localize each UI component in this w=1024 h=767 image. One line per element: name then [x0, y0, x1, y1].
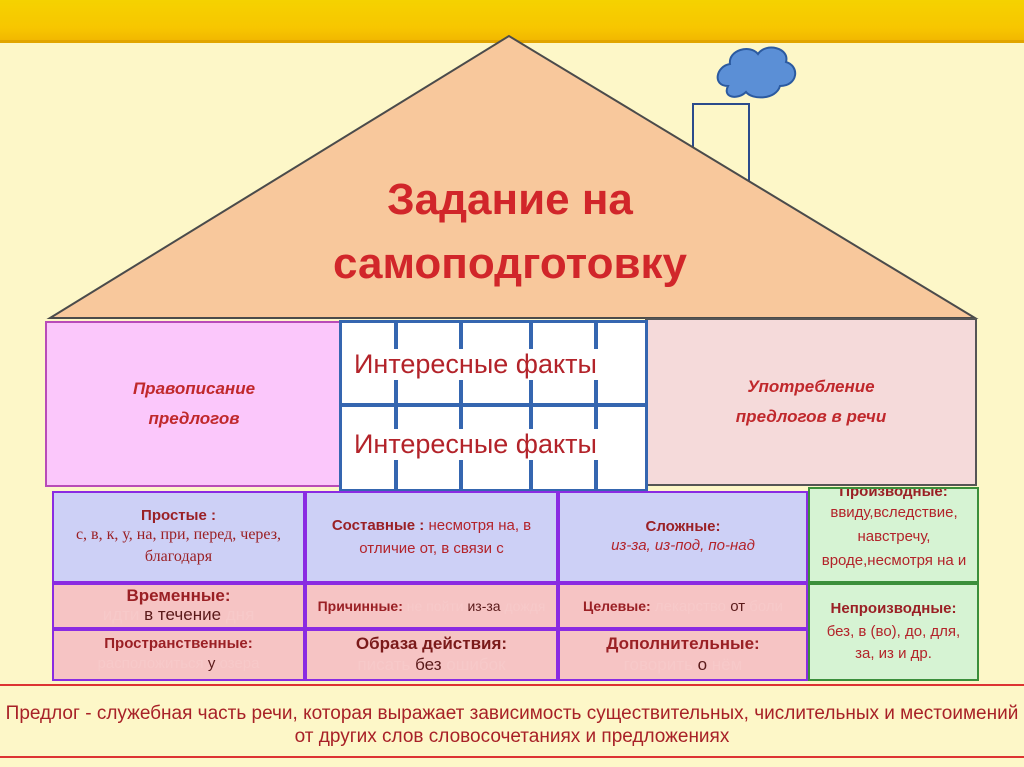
manner-box: Образа действия: писать без ошибок: [305, 629, 558, 681]
nonderivative-title: Непроизводные:: [830, 599, 957, 617]
usage-panel: Употребление предлогов в речи: [645, 318, 977, 486]
spatial-word-2: у: [207, 655, 216, 672]
usage-panel-label: Употребление предлогов в речи: [735, 377, 887, 426]
temporal-word-1: идти: [102, 605, 140, 624]
causal-title: Причинные:: [317, 598, 403, 614]
top-banner: [0, 0, 1024, 40]
manner-word-1: писать: [357, 655, 411, 674]
complex-examples: из-за, из-под, по-над: [611, 536, 755, 554]
derivative-title: Производные:: [839, 487, 948, 500]
temporal-word-2: в течение: [144, 605, 222, 624]
complex-title: Сложные:: [645, 517, 721, 535]
temporal-word-3: дня: [225, 605, 255, 624]
window-label-2: Интересные факты: [352, 429, 599, 460]
definition-caption: Предлог - служебная часть речи, которая …: [5, 703, 1019, 747]
temporal-box: Временные: идти в течение дня: [52, 583, 305, 629]
causal-word-2: из-за: [467, 598, 501, 614]
additional-box: Дополнительные: говорить о нём: [558, 629, 808, 681]
compound-title: Составные :: [331, 517, 425, 534]
spatial-word-3: озера: [219, 655, 260, 672]
derivative-prepositions-box: Производные: ввиду,вследствие, навстречу…: [808, 487, 979, 583]
complex-prepositions-box: Сложные: из-за, из-под, по-над: [558, 491, 808, 583]
simple-prepositions-box: Простые : с, в, к, у, на, при, перед, че…: [52, 491, 305, 583]
purpose-title: Целевые:: [582, 597, 651, 614]
roof-title: Задание на самоподготовку: [332, 175, 688, 288]
smoke-cloud-icon: [716, 46, 796, 99]
manner-word-2: без: [415, 655, 442, 674]
spelling-panel: Правописание предлогов: [45, 321, 343, 487]
divider-line-top: [0, 684, 1024, 686]
roof: [46, 34, 979, 319]
simple-title: Простые :: [141, 506, 216, 524]
additional-word-1: говорить: [623, 655, 693, 674]
simple-examples: с, в, к, у, на, при, перед, через, благо…: [75, 525, 282, 565]
window-label-1: Интересные факты: [352, 349, 599, 380]
compound-examples: несмотря на, в отличие от, в связи с: [359, 517, 532, 557]
compound-prepositions-box: Составные : несмотря на, в отличие от, в…: [305, 491, 558, 583]
temporal-title: Временные:: [126, 586, 231, 605]
purpose-word-2: от: [730, 597, 746, 615]
manner-title: Образа действия:: [355, 634, 508, 653]
derivative-examples: ввиду,вследствие, навстречу, вроде,несмо…: [821, 504, 967, 581]
purpose-word-3: боли: [749, 597, 784, 615]
purpose-word-1: лекарство: [654, 597, 727, 615]
causal-box: Причинные: не пойти из-за дождя: [305, 583, 558, 629]
causal-word-1: не пойти: [406, 598, 464, 614]
window-facts: Интересные факты Интересные факты: [339, 320, 648, 492]
nonderivative-prepositions-box: Непроизводные: без, в (во), до, для, за,…: [808, 583, 979, 681]
divider-line-bottom: [0, 756, 1024, 758]
spatial-word-1: расположиться: [97, 655, 204, 672]
spatial-title: Пространственные:: [104, 635, 253, 652]
purpose-box: Целевые: лекарство от боли: [558, 583, 808, 629]
additional-title: Дополнительные:: [606, 634, 760, 653]
manner-word-3: ошибок: [446, 655, 506, 674]
additional-word-2: о: [697, 655, 708, 674]
nonderivative-examples: без, в (во), до, для, за, из и др.: [826, 622, 961, 662]
causal-word-3: дождя: [504, 598, 546, 614]
additional-word-3: нём: [711, 655, 743, 674]
spelling-panel-label: Правописание предлогов: [132, 379, 256, 428]
spatial-box: Пространственные: расположиться у озера: [52, 629, 305, 681]
